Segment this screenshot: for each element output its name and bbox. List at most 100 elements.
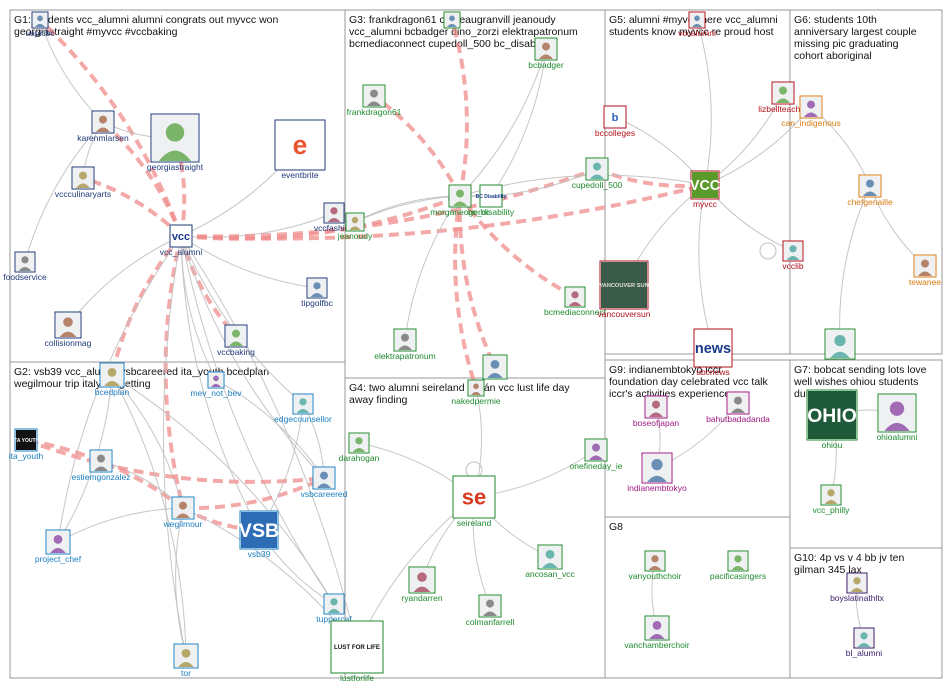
node-lizbellteacher[interactable]: lizbellteacher — [758, 81, 808, 114]
avatar-body — [487, 373, 503, 378]
group-title-g6: missing pic graduating — [794, 38, 899, 50]
group-title-g7: well wishes ohiou students — [793, 376, 918, 388]
avatar-body — [413, 586, 431, 592]
node-vccfashion[interactable]: vccfashion — [314, 202, 354, 233]
node-vanchamberchoir[interactable]: vanchamberchoir — [624, 615, 690, 650]
node-darahogan[interactable]: darahogan — [339, 432, 380, 463]
node-morganeogerbc[interactable]: morganeogerbc — [430, 184, 491, 217]
avatar-body — [367, 101, 381, 106]
node-pacificasingers[interactable]: pacificasingers — [710, 550, 766, 581]
node-collisionmag[interactable]: collisionmag — [45, 311, 92, 348]
avatar-head — [860, 632, 868, 640]
node-tipgolfbc[interactable]: tipgolfbc — [301, 277, 334, 308]
edge — [180, 167, 598, 239]
node-label: frankdragon61 — [347, 107, 402, 117]
node-label: ohioalumni — [876, 432, 917, 442]
node-vanyouthchoir[interactable]: vanyouthchoir — [629, 550, 682, 581]
avatar-head — [330, 207, 338, 215]
edge — [450, 19, 469, 197]
edge — [839, 185, 871, 345]
node-tor[interactable]: tor — [173, 643, 199, 678]
node-indianembtokyo[interactable]: indianembtokyo — [627, 452, 687, 493]
node-ohioalumni[interactable]: ohioalumni — [876, 393, 918, 442]
edge — [163, 235, 185, 509]
node-bobcat_hands[interactable] — [824, 328, 856, 360]
group-title-g6: cohort aboriginal — [794, 50, 872, 62]
node-wegilmour[interactable]: wegilmour — [163, 496, 203, 529]
node-nakedpermie[interactable]: nakedpermie — [451, 379, 501, 406]
node-chefgenaille[interactable]: chefgenaille — [847, 174, 893, 207]
node-label: lizbellteacher — [758, 104, 808, 114]
self-loop — [759, 242, 777, 260]
node-dino_zorzi[interactable] — [482, 354, 508, 380]
node-edgecounsellor[interactable]: edgecounsellor — [274, 393, 332, 424]
node-ryandarren[interactable]: ryandarren — [401, 566, 443, 603]
node-project_chef[interactable]: project_chef — [35, 529, 82, 564]
node-karenmlarsen[interactable]: karenmlarsen — [77, 110, 129, 143]
avatar-head — [37, 15, 43, 22]
avatar-head — [866, 179, 874, 188]
node-bcedplan[interactable]: bcedplan — [95, 362, 130, 397]
avatar-head — [593, 162, 601, 171]
node-label: vancouversun — [598, 309, 651, 319]
node-vsbcareered[interactable]: vsbcareered — [301, 466, 348, 499]
node-uapicbc[interactable]: uapicbc — [25, 11, 55, 38]
edge — [696, 19, 712, 186]
node-mev_not_bev[interactable]: mev_not_bev — [190, 371, 242, 398]
node-foodservice[interactable]: foodservice — [3, 251, 47, 282]
avatar-head — [473, 383, 479, 390]
node-bahutbadadanda[interactable]: bahutbadadanda — [706, 391, 770, 424]
node-elektrapatronum[interactable]: elektrapatronum — [374, 328, 436, 361]
node-label: bc_disability — [468, 207, 515, 217]
node-onefineday_ie[interactable]: onefineday_ie — [570, 438, 623, 471]
node-bcbadger[interactable]: bcbadger — [528, 37, 564, 70]
node-vccculinaryarts[interactable]: vccculinaryarts — [55, 166, 111, 199]
node-boyslatinathltx[interactable]: boyslatinathltx — [830, 572, 885, 603]
node-vcclib[interactable]: vcclib — [782, 240, 804, 271]
node-can_indigenous[interactable]: can_indigenous — [781, 95, 841, 128]
group-title-g2: wegilmour trip italy tor getting — [13, 378, 151, 390]
node-label: vanchamberchoir — [624, 640, 689, 650]
node-bcmediaconnect[interactable]: bcmediaconnect — [544, 286, 607, 317]
node-estiemgonzalez[interactable]: estiemgonzalez — [71, 449, 131, 482]
avatar-head — [651, 459, 663, 471]
node-jeanoudy[interactable]: jeanoudy — [337, 212, 373, 241]
node-vcc_philly[interactable]: vcc_philly — [813, 484, 851, 515]
group-title-g6: anniversary largest couple — [794, 26, 917, 38]
node-ancosan_vcc[interactable]: ancosan_vcc — [525, 544, 576, 579]
node-tuppercaf[interactable]: tuppercaf — [316, 593, 352, 624]
node-georgiastraight[interactable]: georgiastraight — [147, 113, 204, 172]
node-label: morganeogerbc — [430, 207, 490, 217]
node-label: vccbaking — [217, 347, 255, 357]
node-cupedoll_500[interactable]: cupedoll_500 — [572, 157, 623, 190]
avatar-body — [918, 271, 932, 276]
edge — [354, 195, 492, 223]
node-vccalumni[interactable]: vccalumni — [678, 11, 716, 38]
edge — [404, 195, 461, 341]
node-bl_alumni[interactable]: bl_alumni — [846, 627, 882, 658]
node-frankdragon61[interactable]: frankdragon61 — [347, 84, 402, 117]
group-box-g10 — [789, 547, 943, 679]
node-chateaugranvill[interactable] — [443, 11, 461, 29]
avatar-body — [731, 408, 745, 413]
edge — [111, 374, 335, 605]
edge — [180, 235, 358, 648]
node-vccbaking[interactable]: vccbaking — [217, 324, 255, 357]
node-boseofjapan[interactable]: boseofjapan — [633, 395, 680, 428]
avatar-body — [104, 381, 120, 386]
node-colmanfarrell[interactable]: colmanfarrell — [466, 594, 515, 627]
avatar-head — [449, 15, 455, 22]
node-tewanee[interactable]: tewanee — [909, 254, 941, 287]
